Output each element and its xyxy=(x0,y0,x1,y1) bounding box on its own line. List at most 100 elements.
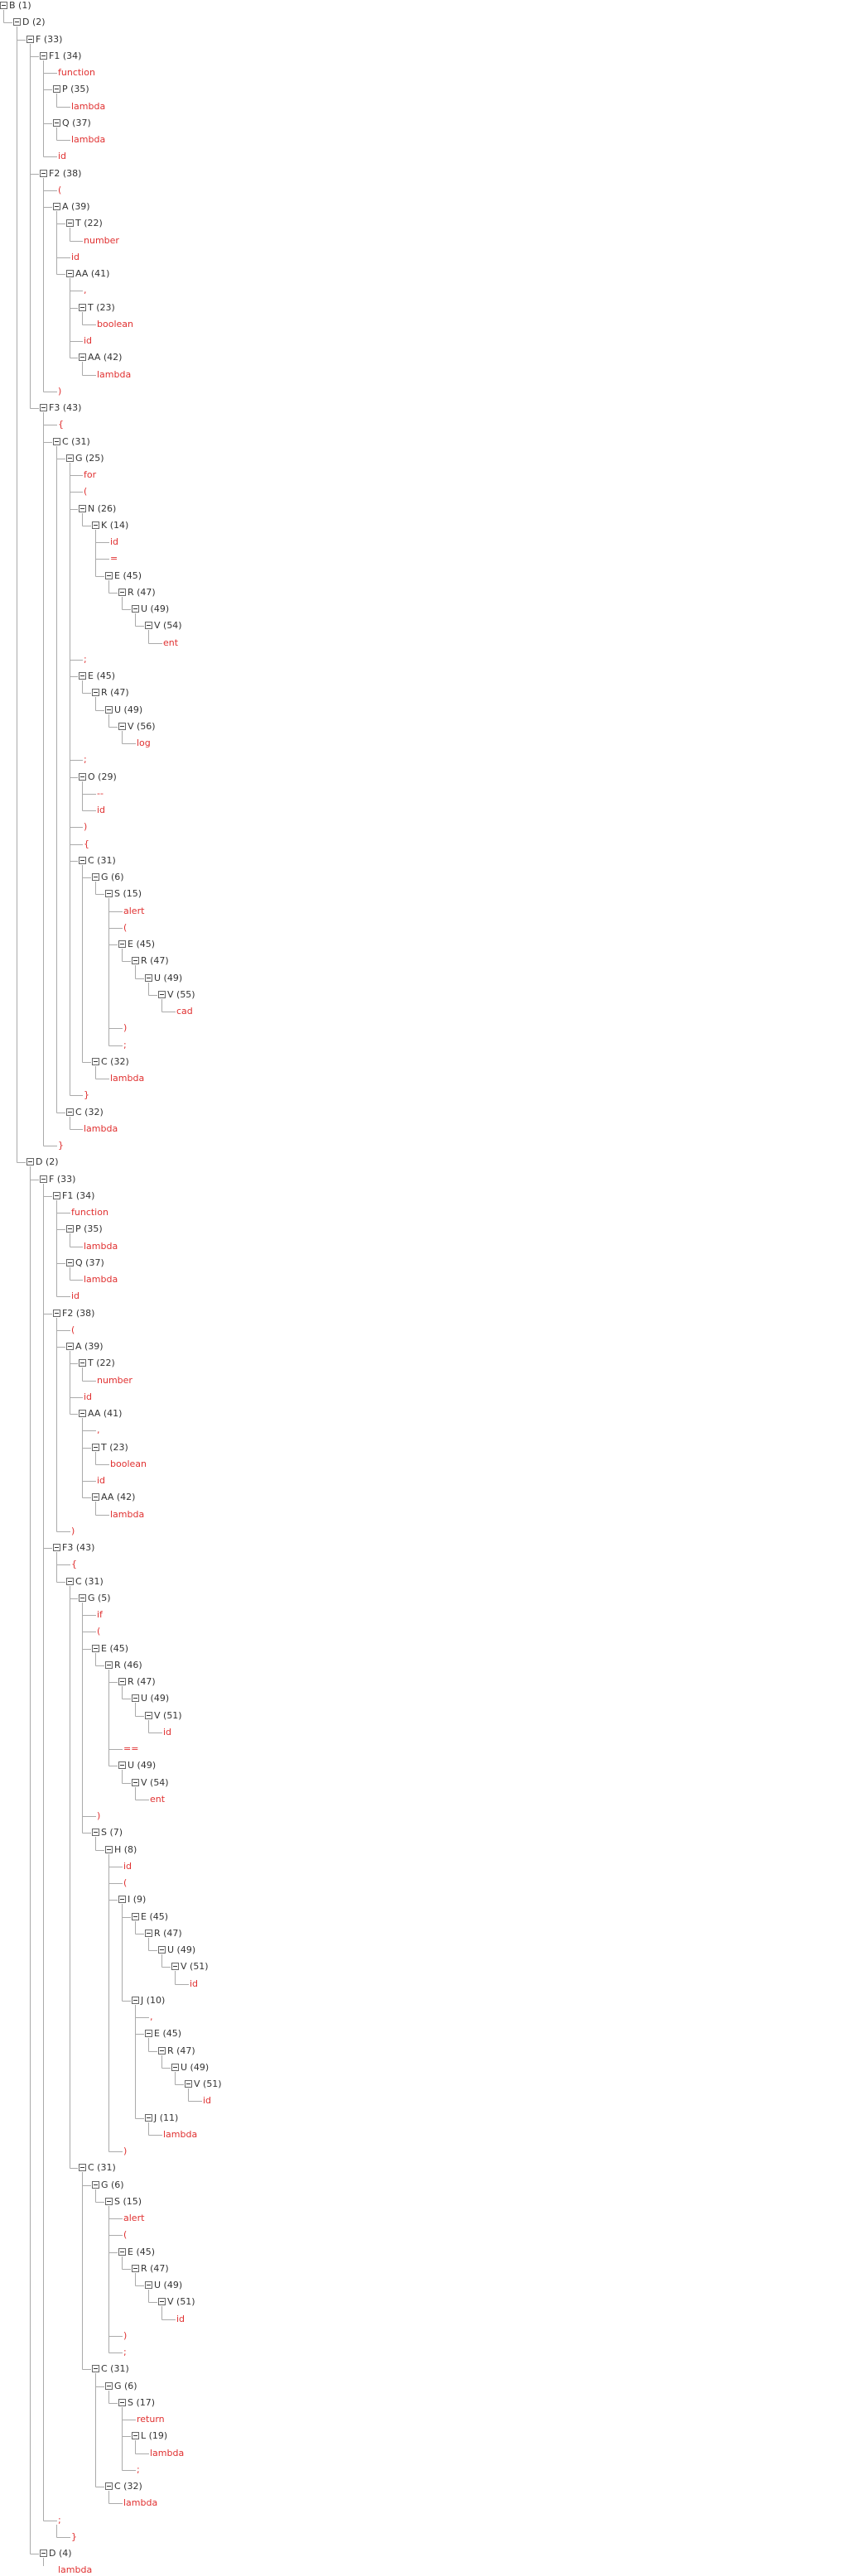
collapse-toggle-icon[interactable] xyxy=(118,940,126,948)
collapse-toggle-icon[interactable] xyxy=(132,2432,139,2439)
terminal-label: id xyxy=(163,1727,172,1737)
collapse-toggle-icon[interactable] xyxy=(118,1678,126,1685)
collapse-toggle-icon[interactable] xyxy=(79,1359,86,1367)
collapse-toggle-icon[interactable] xyxy=(66,219,74,227)
collapse-toggle-icon[interactable] xyxy=(145,622,152,629)
collapse-toggle-icon[interactable] xyxy=(118,589,126,596)
collapse-toggle-icon[interactable] xyxy=(92,1645,99,1652)
collapse-toggle-icon[interactable] xyxy=(118,1896,126,1903)
collapse-toggle-icon[interactable] xyxy=(79,505,86,512)
collapse-toggle-icon[interactable] xyxy=(171,1963,179,1970)
nonterminal-label: F2 (38) xyxy=(49,168,82,179)
collapse-toggle-icon[interactable] xyxy=(79,304,86,311)
collapse-toggle-icon[interactable] xyxy=(132,1913,139,1920)
terminal-label: boolean xyxy=(110,1459,147,1469)
nonterminal-label: G (6) xyxy=(101,2180,124,2190)
collapse-toggle-icon[interactable] xyxy=(145,1712,152,1719)
collapse-toggle-icon[interactable] xyxy=(40,2550,47,2557)
collapse-toggle-icon[interactable] xyxy=(92,689,99,696)
collapse-toggle-icon[interactable] xyxy=(105,706,113,714)
collapse-toggle-icon[interactable] xyxy=(92,1058,99,1065)
collapse-toggle-icon[interactable] xyxy=(92,1829,99,1836)
collapse-toggle-icon[interactable] xyxy=(53,438,60,445)
collapse-toggle-icon[interactable] xyxy=(132,957,139,964)
collapse-toggle-icon[interactable] xyxy=(132,2265,139,2272)
terminal-label: , xyxy=(150,2011,153,2022)
collapse-toggle-icon[interactable] xyxy=(158,2047,166,2055)
collapse-toggle-icon[interactable] xyxy=(79,857,86,864)
terminal-label: id xyxy=(71,1290,80,1301)
terminal-label: number xyxy=(84,235,119,246)
nonterminal-label: K (14) xyxy=(101,520,129,531)
collapse-toggle-icon[interactable] xyxy=(53,203,60,210)
nonterminal-label: V (51) xyxy=(194,2079,222,2089)
collapse-toggle-icon[interactable] xyxy=(145,1930,152,1937)
collapse-toggle-icon[interactable] xyxy=(105,890,113,897)
collapse-toggle-icon[interactable] xyxy=(105,2382,113,2390)
collapse-toggle-icon[interactable] xyxy=(53,1310,60,1317)
collapse-toggle-icon[interactable] xyxy=(66,1343,74,1350)
collapse-toggle-icon[interactable] xyxy=(105,1661,113,1669)
collapse-toggle-icon[interactable] xyxy=(66,1259,74,1266)
collapse-toggle-icon[interactable] xyxy=(79,2164,86,2171)
collapse-toggle-icon[interactable] xyxy=(132,605,139,613)
nonterminal-label: Q (37) xyxy=(62,118,91,128)
collapse-toggle-icon[interactable] xyxy=(53,85,60,93)
collapse-toggle-icon[interactable] xyxy=(92,873,99,881)
collapse-toggle-icon[interactable] xyxy=(132,1997,139,2004)
collapse-toggle-icon[interactable] xyxy=(92,521,99,529)
collapse-toggle-icon[interactable] xyxy=(158,2298,166,2305)
collapse-toggle-icon[interactable] xyxy=(145,2114,152,2122)
collapse-toggle-icon[interactable] xyxy=(132,1694,139,1702)
collapse-toggle-icon[interactable] xyxy=(66,270,74,277)
collapse-toggle-icon[interactable] xyxy=(66,1578,74,1585)
collapse-toggle-icon[interactable] xyxy=(118,1761,126,1769)
collapse-toggle-icon[interactable] xyxy=(79,1410,86,1417)
collapse-toggle-icon[interactable] xyxy=(105,2482,113,2490)
terminal-label: ( xyxy=(123,922,128,933)
collapse-toggle-icon[interactable] xyxy=(185,2080,192,2088)
collapse-toggle-icon[interactable] xyxy=(105,2198,113,2205)
collapse-toggle-icon[interactable] xyxy=(0,2,7,9)
collapse-toggle-icon[interactable] xyxy=(145,2030,152,2037)
terminal-label: id xyxy=(97,805,106,815)
collapse-toggle-icon[interactable] xyxy=(40,1175,47,1183)
collapse-toggle-icon[interactable] xyxy=(53,1544,60,1551)
collapse-toggle-icon[interactable] xyxy=(105,572,113,579)
collapse-toggle-icon[interactable] xyxy=(92,2365,99,2372)
collapse-toggle-icon[interactable] xyxy=(79,672,86,680)
collapse-toggle-icon[interactable] xyxy=(158,991,166,998)
collapse-toggle-icon[interactable] xyxy=(92,1444,99,1451)
collapse-toggle-icon[interactable] xyxy=(92,1493,99,1501)
collapse-toggle-icon[interactable] xyxy=(105,1846,113,1853)
collapse-toggle-icon[interactable] xyxy=(40,170,47,177)
collapse-toggle-icon[interactable] xyxy=(53,119,60,127)
collapse-toggle-icon[interactable] xyxy=(158,1946,166,1954)
collapse-toggle-icon[interactable] xyxy=(118,2399,126,2406)
collapse-toggle-icon[interactable] xyxy=(79,1594,86,1602)
collapse-toggle-icon[interactable] xyxy=(66,1108,74,1116)
collapse-toggle-icon[interactable] xyxy=(118,723,126,730)
terminal-label: id xyxy=(203,2095,212,2106)
collapse-toggle-icon[interactable] xyxy=(118,2248,126,2256)
collapse-toggle-icon[interactable] xyxy=(66,454,74,462)
collapse-toggle-icon[interactable] xyxy=(40,404,47,411)
collapse-toggle-icon[interactable] xyxy=(79,353,86,361)
terminal-label: == xyxy=(123,1743,139,1754)
collapse-toggle-icon[interactable] xyxy=(145,2281,152,2289)
terminal-label: lambda xyxy=(110,1073,145,1084)
collapse-toggle-icon[interactable] xyxy=(132,1779,139,1786)
terminal-label: for xyxy=(84,469,97,480)
collapse-toggle-icon[interactable] xyxy=(26,36,34,43)
collapse-toggle-icon[interactable] xyxy=(145,974,152,982)
collapse-toggle-icon[interactable] xyxy=(53,1192,60,1199)
collapse-toggle-icon[interactable] xyxy=(26,1158,34,1165)
collapse-toggle-icon[interactable] xyxy=(92,2181,99,2189)
collapse-toggle-icon[interactable] xyxy=(40,52,47,60)
terminal-label: , xyxy=(97,1425,100,1435)
collapse-toggle-icon[interactable] xyxy=(171,2064,179,2071)
collapse-toggle-icon[interactable] xyxy=(13,18,21,26)
collapse-toggle-icon[interactable] xyxy=(79,773,86,781)
collapse-toggle-icon[interactable] xyxy=(66,1225,74,1233)
